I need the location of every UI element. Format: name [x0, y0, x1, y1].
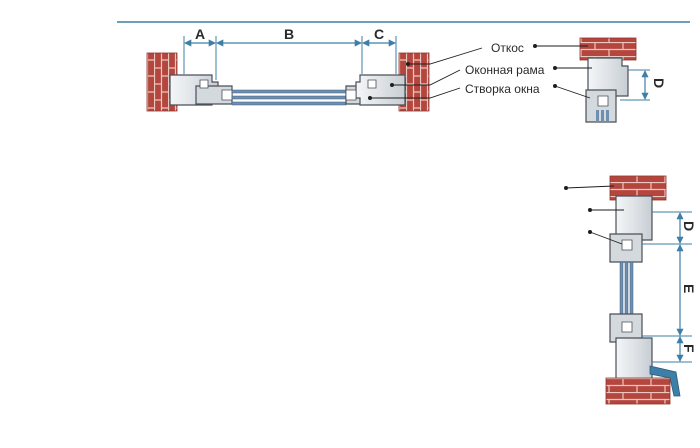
dim-label-e: E [681, 284, 697, 293]
dim-label-a: A [195, 26, 205, 42]
dim-label-d: D [681, 221, 697, 231]
window-sill-drip [649, 365, 681, 397]
vertical-section-top: D [533, 37, 667, 123]
label-stvorka: Створка окна [465, 82, 540, 96]
dim-label-d-top: D [651, 78, 667, 88]
horizontal-section: A B C [146, 26, 483, 112]
label-rama: Оконная рама [465, 63, 545, 77]
lower-brick [605, 377, 671, 405]
vertical-glass [619, 261, 634, 321]
horizontal-glass [231, 89, 347, 106]
right-frame [345, 74, 406, 106]
dim-label-b: B [284, 26, 294, 42]
dim-label-f: F [681, 344, 697, 353]
horizontal-leaders [370, 47, 483, 99]
horizontal-dim-extensions [183, 36, 397, 80]
vertical-section-full: D E F [564, 175, 697, 405]
label-otkos: Откос [491, 41, 524, 55]
top-right-brick [579, 37, 637, 61]
left-frame [169, 74, 233, 106]
dim-label-c: C [374, 26, 384, 42]
